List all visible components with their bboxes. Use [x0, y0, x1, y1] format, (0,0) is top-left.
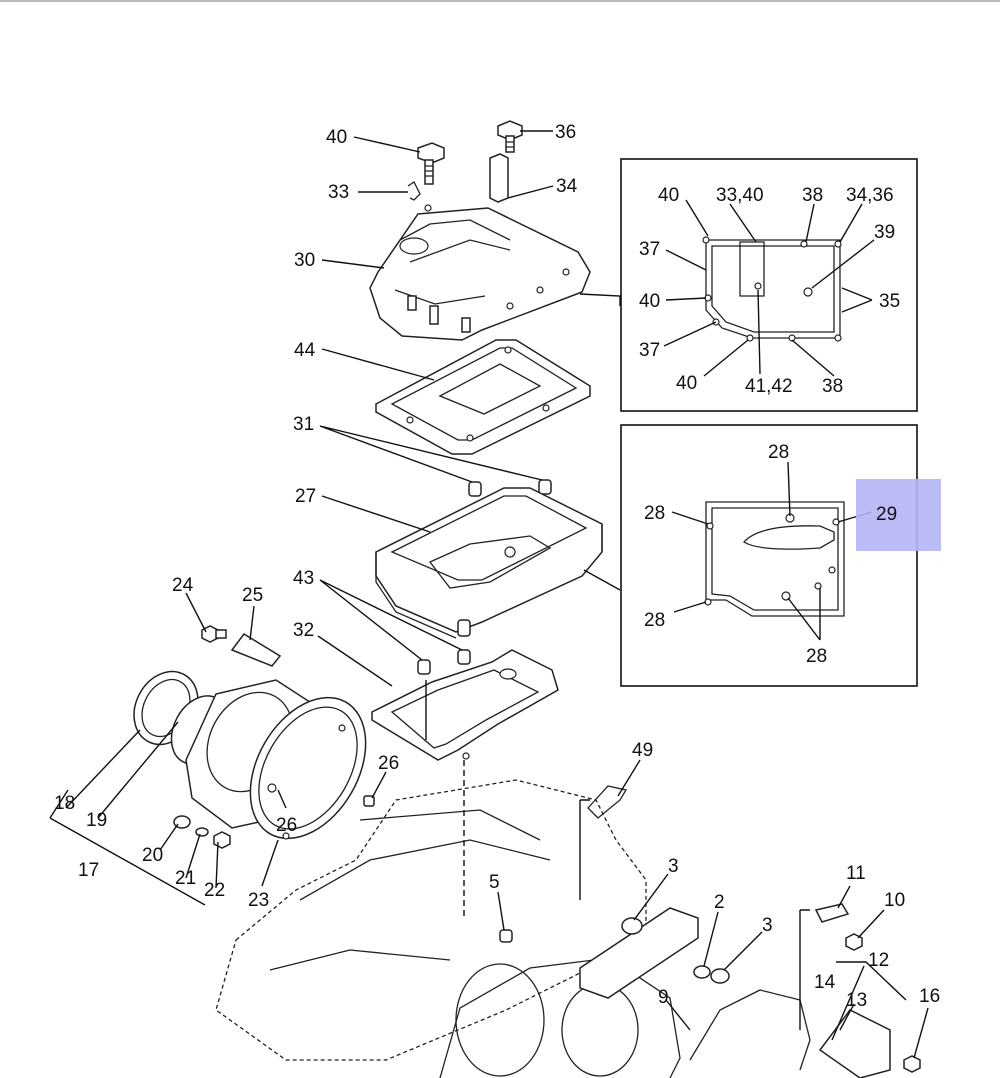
inset-top-frame	[620, 158, 918, 412]
bolt-24-drawing	[201, 625, 227, 643]
inset-top-callout-37-b[interactable]: 37	[639, 340, 660, 361]
dowel-43a-drawing	[417, 659, 431, 675]
inset-top-callout-33-40[interactable]: 33,40	[716, 185, 764, 206]
plate-13-drawing	[818, 1009, 891, 1078]
callout-11[interactable]: 11	[846, 863, 866, 884]
inset-top-leaders	[663, 199, 875, 377]
callout-24[interactable]: 24	[172, 575, 194, 596]
window-top-border	[0, 0, 1000, 2]
inset-bottom-callout-28-lower-left[interactable]: 28	[644, 610, 665, 631]
inset-bottom-pan-drawing	[704, 501, 845, 617]
callout-27[interactable]: 27	[295, 486, 316, 507]
callout-16[interactable]: 16	[919, 986, 940, 1007]
callout-2[interactable]: 2	[714, 892, 725, 913]
cover-30-drawing	[369, 204, 591, 341]
dowel-31a-drawing	[468, 481, 482, 497]
bolt-22-drawing	[213, 831, 231, 849]
callout-19[interactable]: 19	[86, 810, 107, 831]
bolt-36-drawing	[497, 120, 523, 153]
callout-25[interactable]: 25	[242, 585, 263, 606]
inset-top-callout-40-b[interactable]: 40	[639, 291, 660, 312]
clip-49-drawing	[587, 785, 628, 819]
callout-22[interactable]: 22	[204, 880, 225, 901]
bolt-40-drawing	[417, 142, 445, 185]
callout-29-highlight[interactable]	[856, 479, 941, 551]
callout-12[interactable]: 12	[868, 950, 889, 971]
inset-bottom-leaders	[671, 461, 873, 641]
gasket-32-drawing	[371, 649, 559, 761]
leader-lines	[49, 130, 929, 1059]
callout-26-left[interactable]: 26	[276, 815, 297, 836]
oil-pan-27-drawing	[375, 487, 603, 639]
bracket-34-drawing	[489, 153, 509, 203]
callout-44[interactable]: 44	[294, 340, 316, 361]
callout-5[interactable]: 5	[489, 872, 500, 893]
inset-bottom-frame	[620, 424, 918, 687]
callout-17[interactable]: 17	[78, 860, 99, 881]
clip-33-drawing	[407, 181, 421, 201]
inset-top-callout-41-42[interactable]: 41,42	[745, 376, 793, 397]
inset-bottom-callout-28-bottom[interactable]: 28	[806, 646, 827, 667]
callout-49[interactable]: 49	[632, 740, 653, 761]
dowel-43b-drawing	[457, 649, 471, 665]
callout-40-top[interactable]: 40	[326, 127, 347, 148]
inset-top-cover-drawing	[702, 236, 842, 342]
callout-43[interactable]: 43	[293, 568, 314, 589]
callout-36[interactable]: 36	[555, 122, 576, 143]
callout-13[interactable]: 13	[846, 990, 867, 1011]
callout-3-upper[interactable]: 3	[668, 856, 679, 877]
callout-9[interactable]: 9	[658, 987, 669, 1008]
inset-bottom-callout-28-top[interactable]: 28	[768, 442, 789, 463]
callout-32[interactable]: 32	[293, 620, 314, 641]
arm-assembly-drawing	[579, 907, 811, 1071]
callout-31[interactable]: 31	[293, 414, 314, 435]
dowel-5-drawing	[499, 929, 513, 943]
callout-20[interactable]: 20	[142, 845, 163, 866]
inset-bottom-callout-28-left[interactable]: 28	[644, 503, 665, 524]
inset-bottom-connector	[583, 569, 621, 591]
inset-top-callout-34-36[interactable]: 34,36	[846, 185, 894, 206]
washer-21-drawing	[195, 827, 209, 837]
inset-top-callout-40-c[interactable]: 40	[676, 373, 697, 394]
inset-bottom-callout-29[interactable]: 29	[876, 504, 897, 525]
callout-23[interactable]: 23	[248, 890, 269, 911]
dowel-31b-drawing	[538, 479, 552, 495]
inset-top-callout-37-a[interactable]: 37	[639, 239, 660, 260]
bracket-25-drawing	[230, 633, 282, 667]
callout-14[interactable]: 14	[814, 972, 836, 993]
inset-top-callout-39[interactable]: 39	[874, 222, 895, 243]
bolt-16-drawing	[903, 1055, 921, 1073]
inset-top-callout-35[interactable]: 35	[879, 291, 900, 312]
callout-3-lower[interactable]: 3	[762, 915, 773, 936]
inset-top-callout-40-a[interactable]: 40	[658, 185, 679, 206]
callout-30[interactable]: 30	[294, 250, 315, 271]
inset-top-connector	[579, 293, 621, 306]
inset-top-callout-38-a[interactable]: 38	[802, 185, 823, 206]
callout-18[interactable]: 18	[54, 793, 75, 814]
inset-top-callout-38-b[interactable]: 38	[822, 376, 843, 397]
callout-26-right[interactable]: 26	[378, 753, 399, 774]
side-cover-group-drawing	[133, 670, 367, 840]
gasket-44-drawing	[375, 339, 591, 455]
bolt-11-drawing	[814, 903, 850, 923]
callout-34[interactable]: 34	[556, 176, 578, 197]
callout-33[interactable]: 33	[328, 182, 349, 203]
dowel-26-drawing	[363, 795, 375, 807]
callout-21[interactable]: 21	[175, 868, 196, 889]
callout-10[interactable]: 10	[884, 890, 905, 911]
